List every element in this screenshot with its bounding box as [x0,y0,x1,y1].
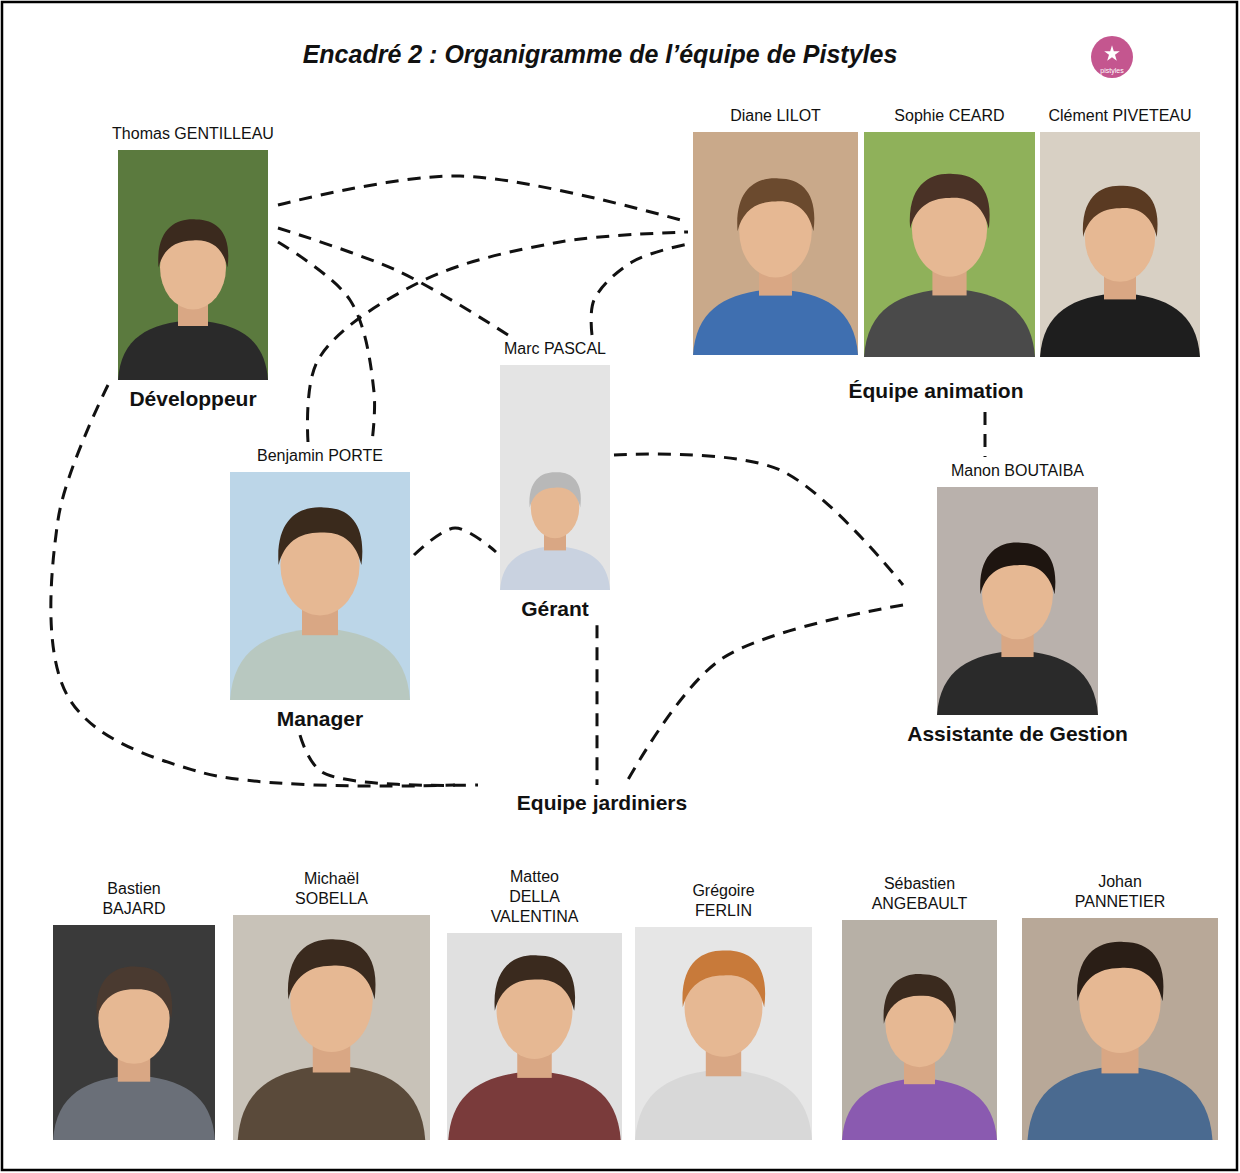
person-name: Bastien BAJARD [84,879,184,919]
photo [118,150,268,380]
dashed-connector [278,228,508,335]
person-name: Sébastien ANGEBAULT [870,874,970,914]
person-name: Marc PASCAL [504,339,606,359]
photo [635,927,812,1140]
role-title: Développeur [129,386,256,411]
person-card: Diane LILOT [689,102,862,359]
dashed-connector [596,625,599,785]
photo-slot [635,927,812,1140]
person-name: Michaël SOBELLA [277,869,387,909]
person-name: Manon BOUTAIBA [951,461,1084,481]
photo-slot [1040,132,1200,357]
role-title: Assistante de Gestion [907,721,1128,746]
photo [693,132,858,355]
person-name: Benjamin PORTE [257,446,383,466]
photo-slot [864,132,1035,357]
person-name: Sophie CEARD [894,106,1004,126]
photo [230,472,410,700]
person-name: Johan PANNETIER [1070,872,1170,912]
photo [937,487,1098,715]
photo [864,132,1035,357]
person-card: Michaël SOBELLA [229,865,434,1144]
logo-text: pistyles [1100,67,1123,74]
dashed-connector [278,176,688,222]
photo-slot [1022,918,1218,1140]
person-card: Sophie CEARD [860,102,1039,361]
photo [1022,918,1218,1140]
photo [53,925,215,1140]
photo [500,365,610,590]
logo [1091,36,1133,78]
person-card: Marc PASCAL Gérant [496,335,614,625]
dashed-connector [414,528,496,555]
person-name: Grégoire FERLIN [674,881,774,921]
photo-slot [233,915,430,1140]
photo-slot [118,150,268,380]
person-card: Thomas GENTILLEAU Développeur [108,120,278,415]
dashed-connector [300,735,478,785]
photo-slot [937,487,1098,715]
photo-slot [53,925,215,1140]
person-name: Clément PIVETEAU [1048,106,1191,126]
person-name: Matteo DELLA VALENTINA [485,867,585,927]
photo-slot [447,933,622,1140]
photo-slot [693,132,858,355]
person-card: Clément PIVETEAU [1036,102,1204,361]
dashed-connector [51,385,455,786]
dashed-connector [614,454,903,585]
person-card: Bastien BAJARD [49,875,219,1144]
person-card: Sébastien ANGEBAULT [838,870,1001,1144]
photo [233,915,430,1140]
person-card: Johan PANNETIER [1018,868,1222,1144]
photo-slot [230,472,410,700]
dashed-connector [984,412,987,457]
photo [447,933,622,1140]
person-card: Grégoire FERLIN [631,877,816,1144]
person-name: Thomas GENTILLEAU [112,124,274,144]
person-card: Matteo DELLA VALENTINA [443,863,626,1144]
photo [1040,132,1200,357]
person-name: Diane LILOT [730,106,821,126]
role-title: Manager [277,706,363,731]
team-name: Equipe jardiniers [517,790,687,815]
dashed-connector [591,244,688,335]
person-card: Benjamin PORTE Manager [226,442,414,735]
dashed-connector [307,232,688,442]
team-group: Equipe jardiniersBastien BAJARD Michaël S… [40,785,1230,1147]
person-card: Manon BOUTAIBA Assistante de Gestion [903,457,1132,750]
team-group: Équipe animation Diane LILOT Sophie CEARD C… [688,100,1210,412]
role-title: Gérant [521,596,589,621]
dashed-connector [278,242,375,442]
diagram-title: Encadré 2 : Organigramme de l’équipe de … [303,40,898,69]
dashed-connector [625,605,903,785]
team-name: Équipe animation [848,378,1023,403]
photo-slot [500,365,610,590]
photo-slot [842,920,997,1140]
photo [842,920,997,1140]
